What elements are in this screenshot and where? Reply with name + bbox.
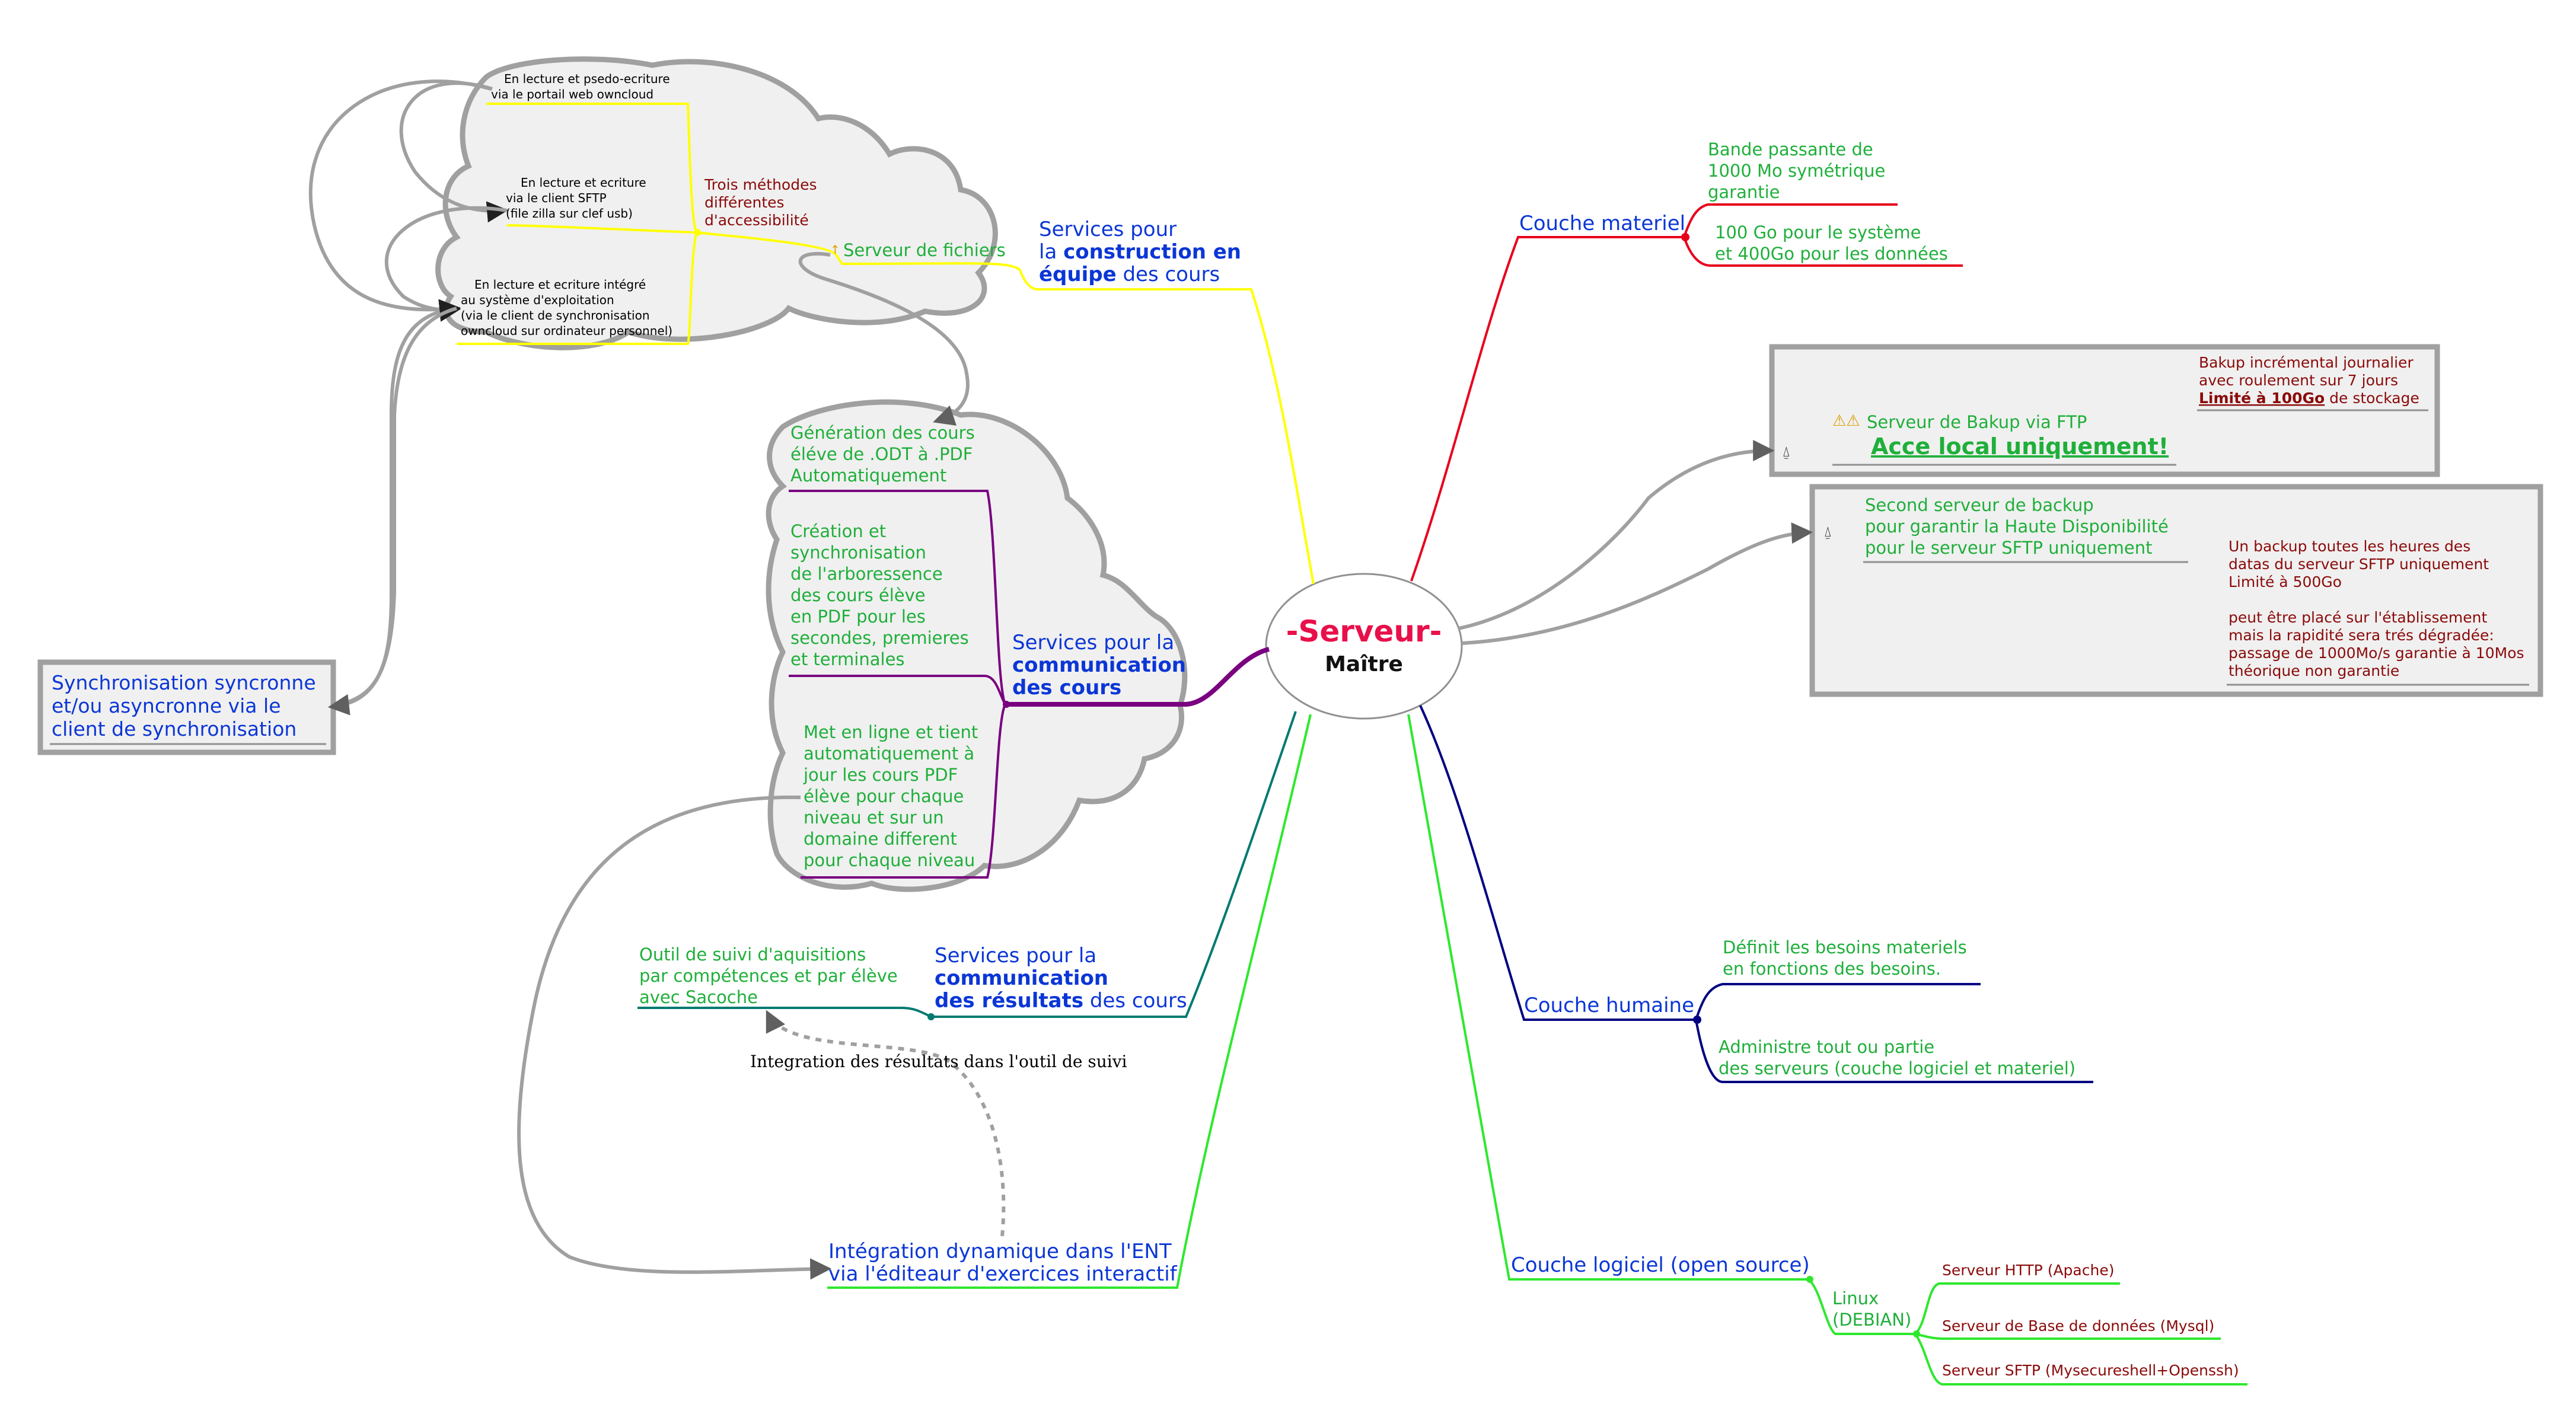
backup-ftp-label: Serveur de Bakup via FTP xyxy=(1867,412,2087,432)
cloud-fichiers xyxy=(435,56,998,350)
attachment-icon: ⍙ xyxy=(1782,443,1790,460)
backup-ftp-box[interactable]: ⚠⚠ Serveur de Bakup via FTP Acce local u… xyxy=(1769,344,2440,477)
branch-communication-cours: Services pour la communication des cours… xyxy=(789,423,1270,879)
materiel-bandwidth: Bande passante de 1000 Mo symétrique gar… xyxy=(1708,139,1891,202)
serveur-fichiers: Serveur de fichiers xyxy=(843,240,1006,260)
branch-integration-ent: Intégration dynamique dans l'ENT via l'é… xyxy=(517,714,1312,1289)
communication-resultats-label[interactable]: Services pour la communication des résul… xyxy=(935,944,1187,1013)
humaine-administre: Administre tout ou partie des serveurs (… xyxy=(1719,1037,2076,1078)
method-sftp: En lecture et ecriture via le client SFT… xyxy=(506,175,650,221)
trois-methodes: Trois méthodes différentes d'accessibili… xyxy=(704,176,821,229)
second-backup-note: Un backup toutes les heures des datas du… xyxy=(2229,538,2529,679)
logiciel-sftp: Serveur SFTP (Mysecureshell+Openssh) xyxy=(1942,1362,2239,1379)
construction-label[interactable]: Services pour la construction en équipe … xyxy=(1039,218,1248,286)
second-backup-box[interactable]: ⍙ Second serveur de backup pour garantir… xyxy=(1809,484,2543,697)
communication-cours-label[interactable]: Services pour la communication des cours xyxy=(1012,631,1193,700)
couche-materiel-label[interactable]: Couche materiel xyxy=(1519,212,1685,235)
materiel-storage: 100 Go pour le système et 400Go pour les… xyxy=(1715,222,1948,264)
cours-mise-en-ligne: Met en ligne et tient automatiquement à … xyxy=(803,722,984,870)
branch-couche-materiel: Couche materiel Bande passante de 1000 M… xyxy=(1410,139,1963,582)
method-sync: En lecture et ecriture intégré au systèm… xyxy=(461,277,672,338)
logiciel-http: Serveur HTTP (Apache) xyxy=(1942,1262,2114,1279)
humaine-definit: Définit les besoins materiels en fonctio… xyxy=(1723,937,1972,979)
arrow-up-icon: ↑ xyxy=(830,242,840,257)
second-backup-label: Second serveur de backup pour garantir l… xyxy=(1865,495,2174,558)
branch-construction-equipe: Services pour la construction en équipe … xyxy=(457,72,1315,585)
backup-ftp-note: Bakup incrémental journalier avec roulem… xyxy=(2199,354,2418,389)
cloud-communication-cours xyxy=(766,399,1188,892)
sync-box[interactable]: Synchronisation syncronne et/ou asyncron… xyxy=(37,659,336,755)
central-node[interactable]: -Serveur- Maître xyxy=(1265,573,1463,720)
backup-ftp-emphasis: Acce local uniquement! xyxy=(1871,433,2169,459)
logiciel-mysql: Serveur de Base de données (Mysql) xyxy=(1942,1317,2214,1335)
backup-ftp-limit: Limité à 100Go de stockage xyxy=(2199,390,2419,407)
attachment-icon-2: ⍙ xyxy=(1823,523,1832,540)
cours-arborescence: Création et synchronisation de l'arbores… xyxy=(790,521,974,669)
method-web: En lecture et psedo-ecriture via le port… xyxy=(491,72,674,101)
couche-logiciel-label[interactable]: Couche logiciel (open source) xyxy=(1511,1253,1810,1277)
ent-label[interactable]: Intégration dynamique dans l'ENT via l'é… xyxy=(828,1240,1178,1286)
sync-label: Synchronisation syncronne et/ou asyncron… xyxy=(52,671,322,740)
linux-debian: Linux (DEBIAN) xyxy=(1832,1288,1911,1330)
resultats-sacoche: Outil de suivi d'aquisitions par compéte… xyxy=(639,944,903,1007)
central-title: -Serveur- xyxy=(1286,614,1442,649)
central-subtitle: Maître xyxy=(1325,652,1403,676)
branch-communication-resultats: Services pour la communication des résul… xyxy=(637,711,1297,1237)
warning-icon: ⚠⚠ xyxy=(1832,412,1860,430)
branch-couche-logiciel: Couche logiciel (open source) Linux (DEB… xyxy=(1407,714,2247,1386)
couche-humaine-label[interactable]: Couche humaine xyxy=(1524,994,1694,1017)
integration-resultats-note: Integration des résultats dans l'outil d… xyxy=(750,1052,1127,1071)
cours-generation: Génération des cours éléve de .ODT à .PD… xyxy=(790,423,980,486)
branch-couche-humaine: Couche humaine Définit les besoins mater… xyxy=(1419,705,2093,1083)
